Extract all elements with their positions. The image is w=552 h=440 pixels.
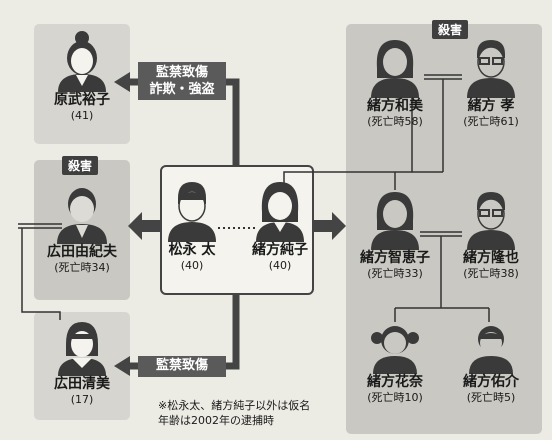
crime-label-hara: 監禁致傷 詐欺・強盗 <box>138 62 226 100</box>
girl-pigtails-icon <box>371 326 419 374</box>
arrow-head-kiyomi <box>114 356 130 376</box>
person-hara: 原武裕子 (41) <box>37 30 127 123</box>
person-matsunaga: 松永 太 (40) <box>152 178 232 273</box>
person-age: (死亡時58) <box>367 115 423 128</box>
person-name: 緒方佑介 <box>463 374 519 390</box>
person-age: (死亡時34) <box>54 261 110 274</box>
man-glasses-icon <box>467 40 515 98</box>
person-name: 緒方純子 <box>252 242 308 258</box>
person-name: 緒方和美 <box>367 98 423 114</box>
woman-icon <box>371 40 419 98</box>
person-takashi: 緒方 孝 (死亡時61) <box>446 36 536 129</box>
person-name: 緒方 孝 <box>467 98 515 114</box>
victims-tag-left: 殺害 <box>62 156 99 175</box>
footnote: ※松永太、緒方純子以外は仮名 年齢は2002年の逮捕時 <box>158 399 311 427</box>
person-kiyomi: 広田清美 (17) <box>37 318 127 407</box>
line-junko-to-parents <box>283 98 413 185</box>
person-age: (死亡時33) <box>367 267 423 280</box>
girl-icon <box>58 322 106 376</box>
person-yusuke: 緒方佑介 (死亡時5) <box>446 322 536 405</box>
person-name: 緒方智恵子 <box>360 250 430 266</box>
line-to-children <box>394 236 490 322</box>
woman-icon <box>256 182 304 242</box>
man-icon <box>57 188 107 244</box>
person-age: (死亡時61) <box>463 115 519 128</box>
person-age: (41) <box>70 109 94 122</box>
man-glasses-icon <box>467 192 515 250</box>
person-name: 松永 太 <box>168 242 216 258</box>
line-yukio-to-kiyomi <box>21 228 61 320</box>
person-hana: 緒方花奈 (死亡時10) <box>350 322 440 405</box>
person-takaya: 緒方隆也 (死亡時38) <box>446 188 536 281</box>
person-junko: 緒方純子 (40) <box>238 178 322 273</box>
person-age: (17) <box>70 393 94 406</box>
person-yukio: 広田由紀夫 (死亡時34) <box>37 182 127 275</box>
person-age: (40) <box>180 259 204 272</box>
crime-label-kiyomi: 監禁致傷 <box>138 356 226 377</box>
person-age: (死亡時38) <box>463 267 519 280</box>
arrow-to-left <box>128 212 160 240</box>
person-name: 緒方花奈 <box>367 374 423 390</box>
person-chieko: 緒方智恵子 (死亡時33) <box>350 188 440 281</box>
man-icon <box>168 182 216 242</box>
arrow-head-hara <box>114 72 130 92</box>
person-name: 緒方隆也 <box>463 250 519 266</box>
person-age: (死亡時5) <box>466 391 516 404</box>
woman-icon <box>371 192 419 250</box>
arrow-to-right <box>314 212 346 240</box>
person-age: (死亡時10) <box>367 391 423 404</box>
person-name: 広田由紀夫 <box>47 244 117 260</box>
person-name: 原武裕子 <box>54 92 110 108</box>
boy-icon <box>469 326 513 374</box>
woman-bun-icon <box>58 31 106 92</box>
person-age: (40) <box>268 259 292 272</box>
person-name: 広田清美 <box>54 376 110 392</box>
person-kazumi: 緒方和美 (死亡時58) <box>350 36 440 129</box>
victims-tag-right: 殺害 <box>432 20 469 39</box>
